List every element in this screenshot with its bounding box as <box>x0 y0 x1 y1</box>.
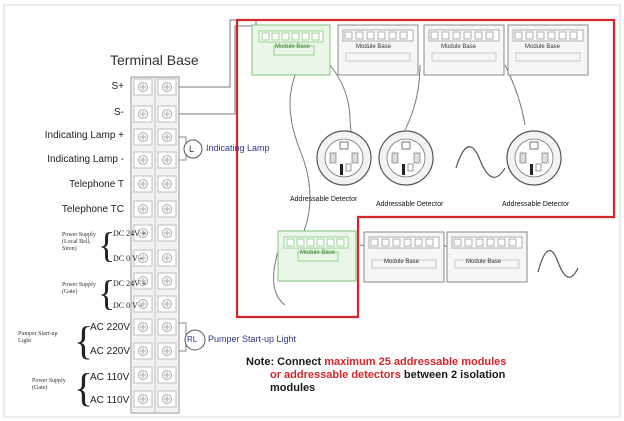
terminal-label-s-minus: S- <box>114 107 124 118</box>
addressable-detector <box>316 130 372 186</box>
addressable-detector <box>506 130 562 186</box>
module-base <box>507 24 589 76</box>
power-supply-local-line-2: DC 0 V - <box>113 254 143 263</box>
terminal-label-s-plus: S+ <box>111 81 124 92</box>
outer-frame <box>3 4 621 418</box>
module-base-title: Module Base <box>466 259 502 265</box>
detector-label: Addressable Detector <box>502 201 570 208</box>
power-supply-local-line-1: DC 24V + <box>113 229 147 238</box>
module-base <box>337 24 419 76</box>
terminal-label-telephone-t: Telephone T <box>69 179 124 190</box>
continuation-wave <box>455 146 506 178</box>
power-supply-gate-line-1: DC 24V + <box>113 279 147 288</box>
lamp-wires <box>179 136 187 352</box>
detector-label: Addressable Detector <box>376 201 444 208</box>
pumper-startup-line-1: AC 220V <box>90 322 131 333</box>
brace: { <box>98 225 116 265</box>
module-base <box>423 24 505 76</box>
pumper-light-label: Pumper Start-up Light <box>208 334 297 344</box>
note-line-2: between 2 isolation <box>400 369 506 381</box>
isolation-module-top-title: Module Base <box>275 44 311 50</box>
pumper-startup-line-2: AC 220V <box>90 346 131 357</box>
module-base <box>446 231 528 283</box>
power-supply-gate-line-2: DC 0 V - <box>113 301 143 310</box>
note-prefix: Note: Connect <box>246 356 325 368</box>
indicating-lamp-label: Indicating Lamp <box>206 143 270 153</box>
detector-label: Addressable Detector <box>290 196 358 203</box>
indicating-lamp-symbol <box>183 139 203 159</box>
power-supply-gate-label: Power Supply (Gate) <box>62 282 96 295</box>
module-base-title: Module Base <box>356 44 392 50</box>
brace: { <box>74 318 94 363</box>
indicating-lamp-symbol-text: L <box>189 144 195 154</box>
note-highlight-2: or addressable detectors <box>270 369 401 381</box>
module-base-title: Module Base <box>441 44 477 50</box>
addressable-detector <box>378 130 434 186</box>
note-line-3: modules <box>270 382 316 394</box>
terminal-label-lamp-plus: Indicating Lamp + <box>44 130 124 141</box>
note-text: Note: Connect maximum 25 addressable mod… <box>246 356 506 395</box>
terminal-strip <box>130 76 180 414</box>
power-supply-ac-label: Power Supply (Gate) <box>32 378 66 391</box>
brace: { <box>74 365 94 410</box>
pumper-light-symbol <box>184 329 206 351</box>
note-highlight-1: maximum 25 addressable modules <box>324 356 507 368</box>
continuation-wave <box>537 250 579 278</box>
isolation-module-bottom <box>277 230 357 282</box>
module-base-title: Module Base <box>525 44 561 50</box>
isolation-module-bottom-title: Module Base <box>300 250 336 256</box>
module-base-title: Module Base <box>384 259 420 265</box>
pumper-light-symbol-text: RL <box>187 335 198 344</box>
power-supply-local-label: Power Supply (Local Bell, Siren) <box>62 232 96 252</box>
diagram-title: Terminal Base <box>110 52 199 68</box>
isolation-zone-boundary <box>235 18 616 319</box>
power-supply-ac-line-2: AC 110V <box>90 395 130 406</box>
isolation-module-top <box>251 24 331 76</box>
power-supply-ac-line-1: AC 110V <box>90 372 130 383</box>
module-base <box>363 231 445 283</box>
brace: { <box>98 273 116 313</box>
terminal-label-lamp-minus: Indicating Lamp - <box>47 154 124 165</box>
pumper-startup-label: Pumper Start-up Light <box>18 331 58 344</box>
terminal-label-telephone-tc: Telephone TC <box>61 204 124 215</box>
